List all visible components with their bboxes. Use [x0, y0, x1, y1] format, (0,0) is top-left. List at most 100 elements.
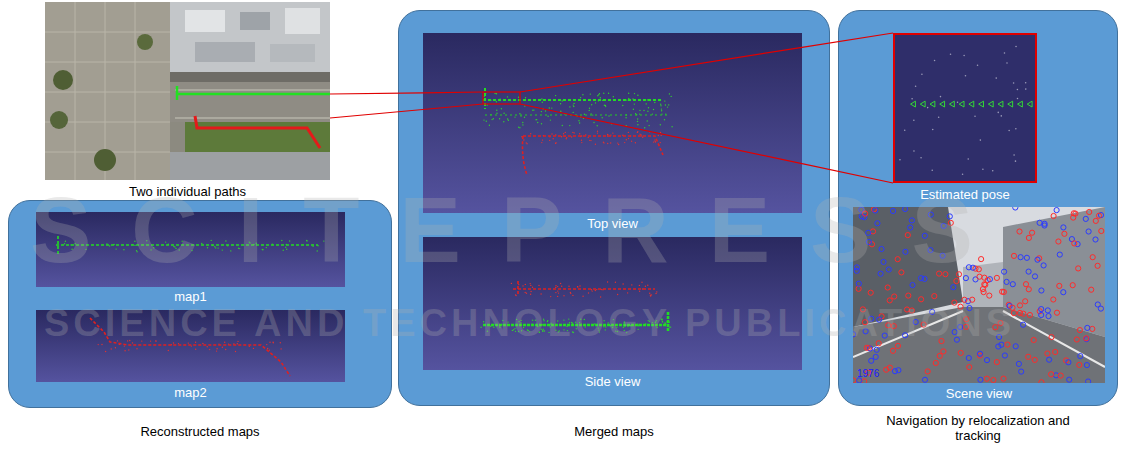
illustration-shape — [177, 86, 330, 100]
illustration-shape — [977, 351, 982, 356]
illustration-shape — [964, 317, 969, 322]
illustration-shape — [661, 110, 662, 111]
illustration-shape — [626, 139, 627, 140]
illustration-shape — [207, 346, 208, 347]
illustration-shape — [920, 157, 922, 159]
panel: Merged maps Top view Side view — [398, 10, 830, 439]
illustration-shape — [581, 140, 582, 141]
illustration-shape — [886, 267, 891, 272]
illustration-shape — [573, 112, 574, 113]
illustration-shape — [595, 102, 596, 103]
illustration-shape — [557, 296, 558, 297]
illustration-shape — [618, 144, 619, 145]
illustration-shape — [628, 138, 629, 139]
illustration-shape — [522, 122, 523, 123]
illustration-shape — [654, 139, 655, 140]
illustration-shape — [238, 248, 239, 249]
illustration-shape — [270, 44, 315, 62]
caption: Top view — [423, 216, 802, 231]
illustration-shape — [56, 236, 318, 254]
camera-frame — [853, 207, 1105, 383]
illustration-shape — [105, 351, 106, 352]
illustration-shape — [856, 281, 861, 286]
illustration-shape — [670, 326, 671, 327]
illustration-shape — [993, 325, 998, 330]
illustration-shape — [607, 134, 608, 135]
illustration-shape — [593, 122, 594, 123]
illustration-shape — [179, 249, 180, 250]
illustration-shape — [1031, 337, 1036, 342]
illustration-shape — [671, 96, 672, 97]
illustration-shape — [1004, 279, 1009, 284]
illustration-shape — [603, 93, 604, 94]
illustration-shape — [661, 108, 662, 109]
illustration-shape — [1013, 82, 1015, 84]
illustration-shape — [980, 287, 985, 292]
illustration-shape — [1027, 101, 1032, 107]
illustration-shape — [963, 55, 965, 57]
illustration-shape — [590, 93, 591, 94]
illustration-shape — [141, 340, 142, 341]
illustration-shape — [195, 42, 255, 62]
illustration-shape — [633, 109, 634, 110]
illustration-shape — [515, 331, 516, 332]
illustration-shape — [1093, 237, 1098, 242]
illustration-shape — [1017, 89, 1019, 91]
illustration-shape — [493, 118, 494, 119]
illustration-shape — [995, 77, 997, 79]
illustration-shape — [949, 101, 954, 107]
illustration-shape — [913, 119, 915, 121]
illustration-shape — [996, 344, 1001, 349]
illustration-shape — [628, 93, 629, 94]
illustration-shape — [525, 284, 526, 285]
illustration-shape — [885, 285, 890, 290]
illustration-shape — [887, 298, 892, 303]
illustration-shape — [285, 247, 286, 248]
illustration-shape — [940, 101, 945, 107]
illustration-shape — [600, 97, 601, 98]
illustration-shape — [603, 320, 604, 321]
illustration-shape — [979, 101, 984, 107]
illustration-shape — [605, 105, 606, 106]
illustration-shape — [1062, 231, 1067, 236]
illustration-shape — [1061, 225, 1066, 230]
illustration-shape — [974, 115, 976, 117]
illustration-shape — [519, 113, 520, 114]
illustration-shape — [904, 129, 906, 131]
illustration-shape — [195, 116, 320, 148]
illustration-shape — [262, 249, 263, 250]
illustration-shape — [1011, 311, 1016, 316]
illustration-shape — [528, 330, 529, 331]
illustration-shape — [551, 133, 552, 134]
illustration-shape — [1039, 307, 1044, 312]
illustration-shape — [887, 365, 892, 370]
illustration-shape — [178, 343, 179, 344]
illustration-shape — [640, 134, 641, 135]
illustration-shape — [613, 319, 614, 320]
illustration-shape — [635, 113, 636, 114]
illustration-shape — [306, 240, 307, 241]
illustration-shape — [987, 293, 992, 298]
map1-render — [36, 212, 345, 287]
illustration-shape — [655, 141, 656, 142]
illustration-shape — [526, 142, 527, 143]
illustration-shape — [539, 332, 540, 333]
illustration-shape — [101, 344, 102, 345]
illustration-shape — [653, 109, 654, 110]
illustration-shape — [910, 283, 915, 288]
illustration-shape — [599, 331, 600, 332]
illustration-shape — [876, 341, 881, 346]
illustration-shape — [1095, 263, 1100, 268]
illustration-shape — [285, 8, 320, 34]
illustration-shape — [1089, 287, 1094, 292]
illustration-shape — [526, 293, 527, 294]
illustration-shape — [589, 140, 590, 141]
panel: Navigation by relocalization and trackin… — [838, 10, 1118, 443]
illustration-shape — [1039, 312, 1044, 317]
illustration-shape — [908, 225, 913, 230]
image-frame — [36, 310, 345, 382]
illustration-shape — [1013, 154, 1015, 156]
illustration-shape — [571, 136, 572, 137]
illustration-shape — [911, 98, 913, 100]
illustration-shape — [538, 285, 539, 286]
